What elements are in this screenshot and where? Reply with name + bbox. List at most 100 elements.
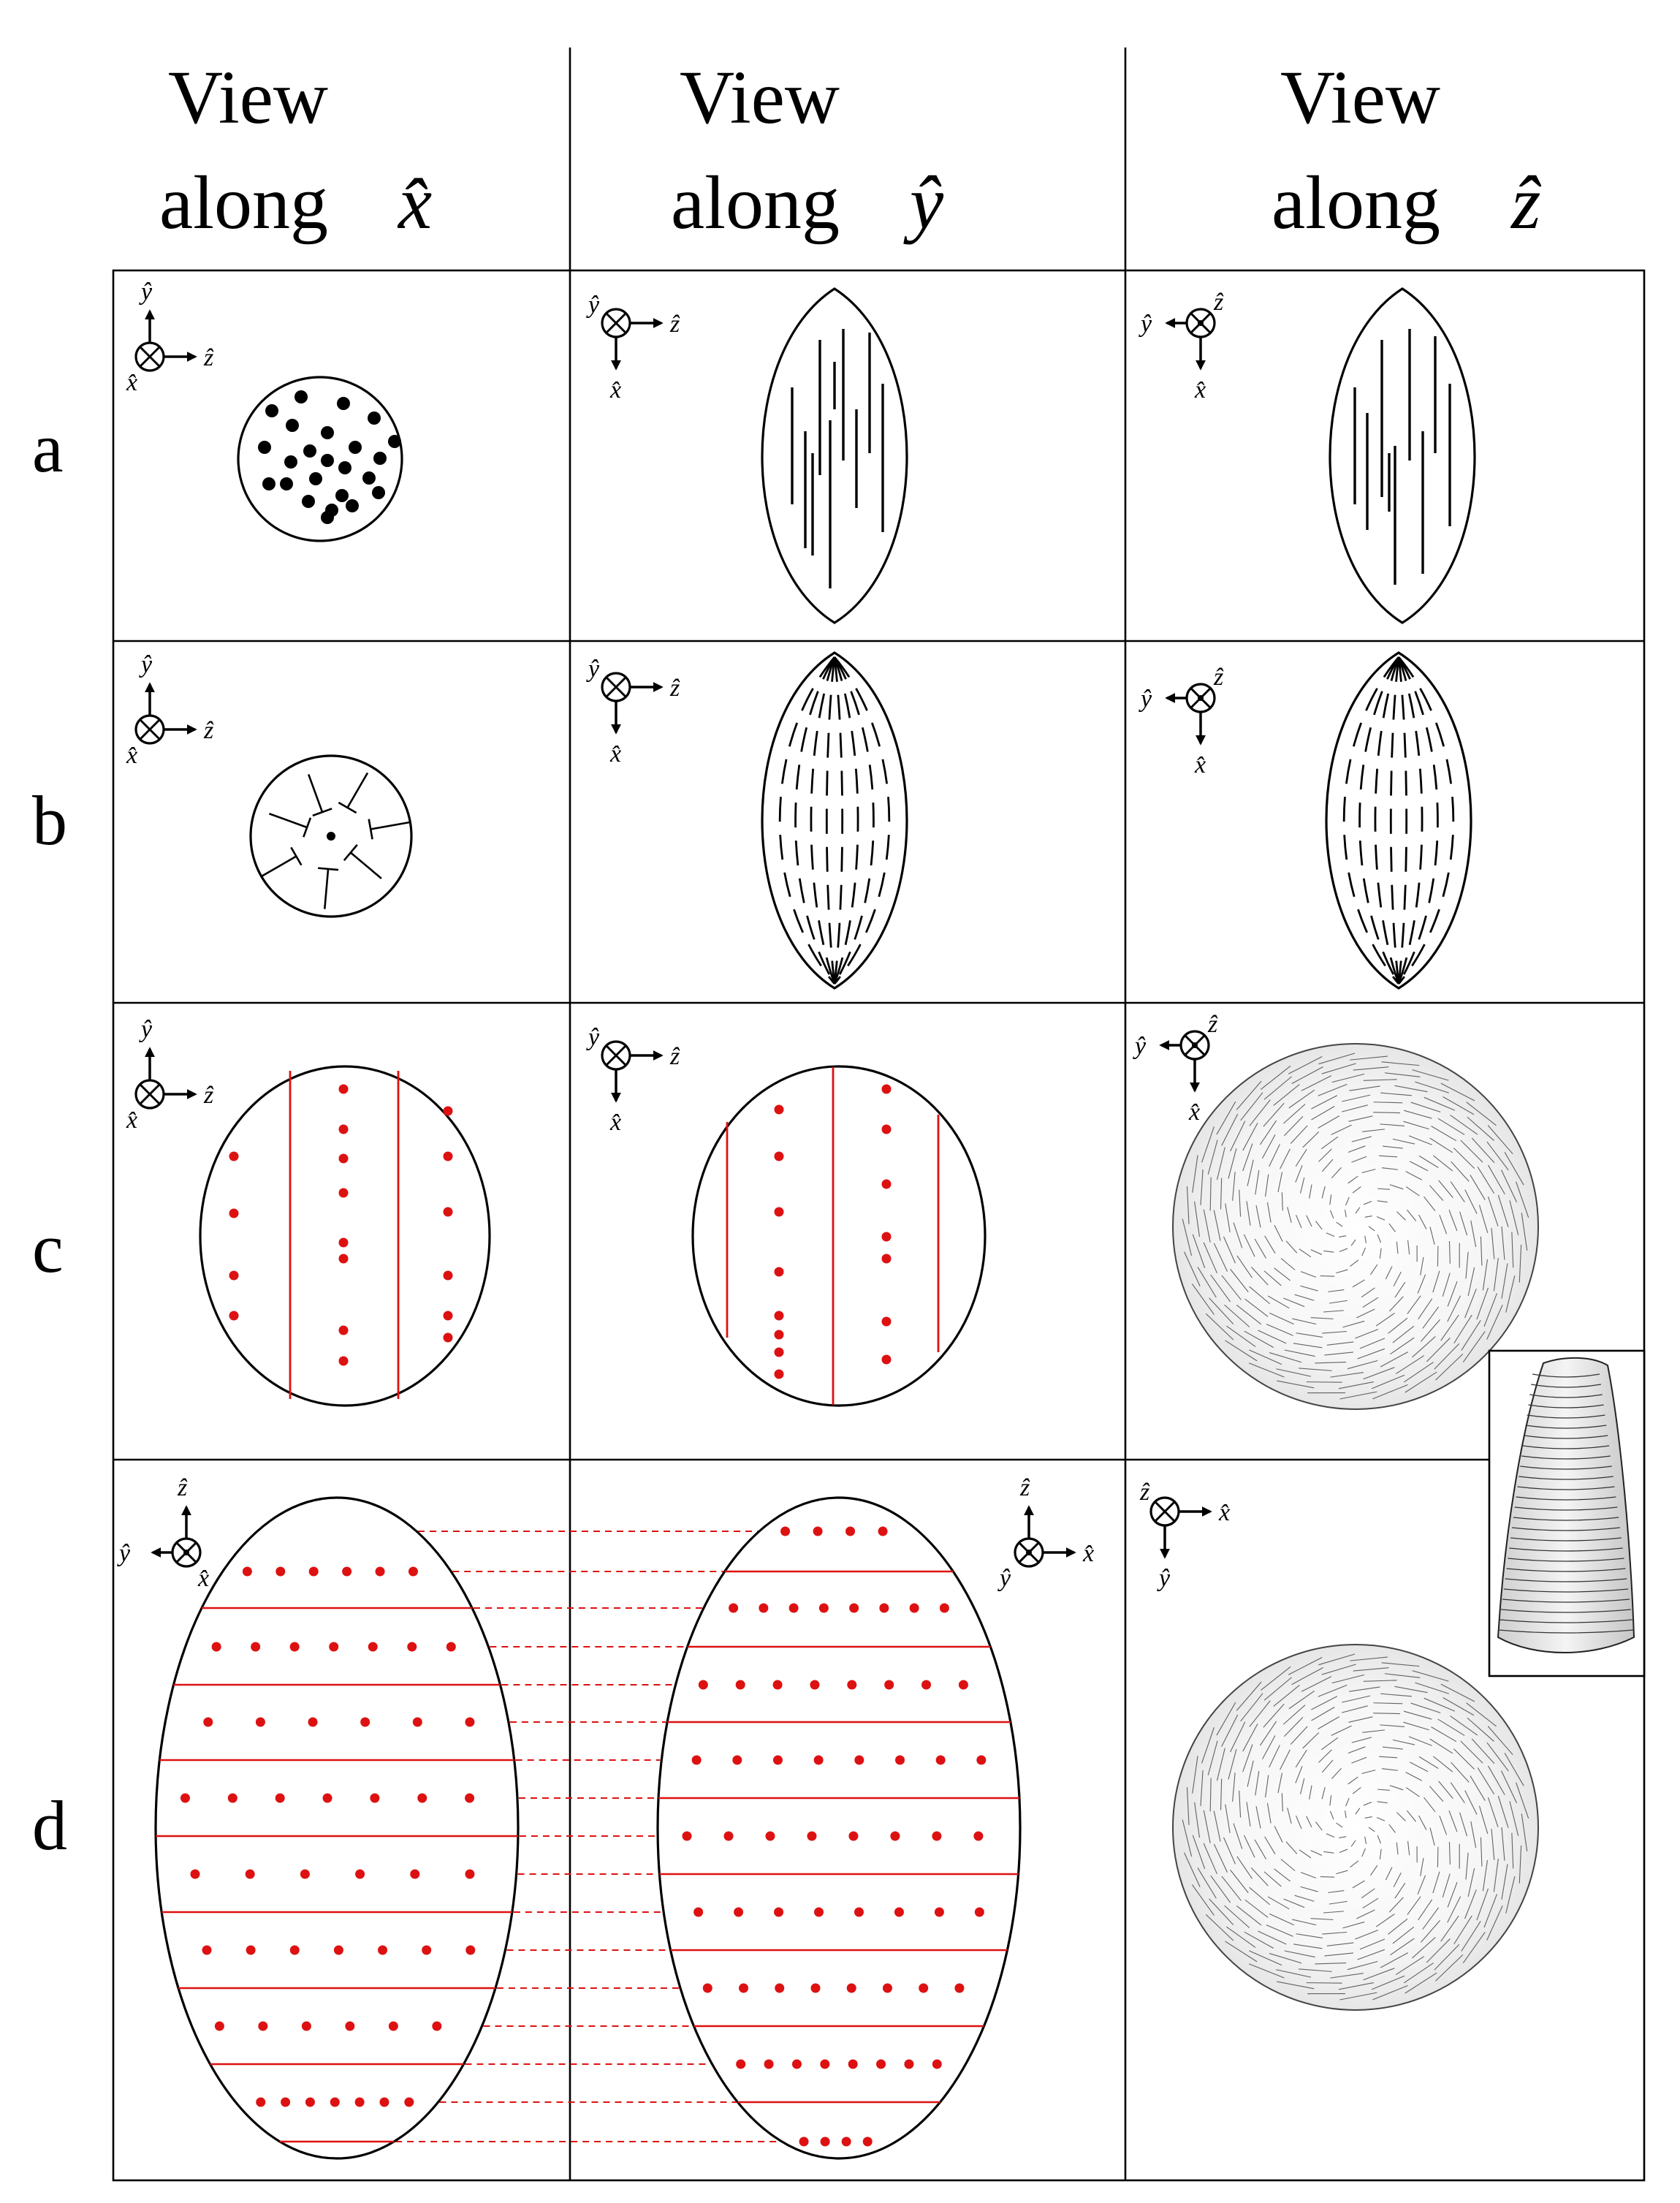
- red-dot: [256, 2097, 266, 2107]
- texture-stroke: [1361, 1247, 1367, 1256]
- red-dot: [275, 1566, 286, 1577]
- texture-stroke: [1462, 1331, 1486, 1363]
- texture-stroke: [1352, 1787, 1361, 1794]
- texture-stroke: [1418, 1756, 1439, 1769]
- texture-stroke: [1259, 1120, 1277, 1145]
- red-dot: [354, 2097, 365, 2107]
- panel-b3-lens: [1325, 651, 1472, 990]
- cone-texture: [1498, 1373, 1634, 1634]
- texture-stroke: [1459, 1211, 1468, 1236]
- texture-stroke: [1403, 1110, 1432, 1119]
- texture-stroke: [1236, 1080, 1262, 1110]
- dislocation-bar: [318, 867, 339, 871]
- texture-stroke: [1226, 1325, 1256, 1347]
- texture-stroke: [1369, 1264, 1378, 1275]
- texture-stroke: [1255, 1806, 1261, 1829]
- texture-stroke: [1315, 1821, 1323, 1831]
- texture-stroke: [1412, 1937, 1436, 1959]
- texture-stroke: [1311, 1095, 1338, 1110]
- texture-stroke: [1269, 1745, 1280, 1768]
- red-dot: [682, 1831, 692, 1841]
- texture-stroke: [1348, 1746, 1366, 1754]
- texture-stroke: [1318, 1115, 1340, 1129]
- texture-stroke: [1265, 1775, 1269, 1798]
- texture-stroke: [1288, 1656, 1323, 1675]
- texture-stroke: [1381, 1061, 1420, 1066]
- texture-stroke: [1291, 1667, 1323, 1686]
- texture-stroke: [1384, 1072, 1421, 1077]
- axis-label-z: ẑ: [1139, 1479, 1150, 1506]
- texture-stroke: [1205, 1914, 1234, 1941]
- texture-stroke: [1263, 1871, 1282, 1887]
- red-dot: [774, 1104, 784, 1115]
- texture-stroke: [1338, 1982, 1374, 1990]
- texture-stroke: [1329, 1300, 1348, 1304]
- texture-stroke: [1487, 1797, 1499, 1827]
- texture-stroke: [1519, 1845, 1522, 1884]
- texture-stroke: [1254, 1238, 1266, 1259]
- texture-stroke: [1363, 1801, 1372, 1806]
- texture-stroke: [1486, 1305, 1503, 1340]
- red-dot: [305, 2097, 315, 2107]
- texture-stroke: [1263, 1677, 1292, 1701]
- texture-stroke: [1407, 1240, 1410, 1255]
- texture-stroke: [1318, 1653, 1356, 1666]
- texture-stroke: [1330, 1372, 1364, 1378]
- texture-stroke: [1320, 1737, 1339, 1751]
- texture-stroke: [1291, 1066, 1323, 1085]
- red-dot: [465, 1945, 476, 1955]
- texture-stroke: [1236, 1856, 1253, 1879]
- texture-stroke: [1356, 1909, 1375, 1919]
- texture-stroke: [1336, 1822, 1343, 1828]
- panel-c3-twisted-disc: [1172, 1043, 1539, 1410]
- texture-stroke: [1351, 1156, 1367, 1163]
- dashed-dislocation: [778, 656, 836, 985]
- texture-stroke: [1422, 1306, 1440, 1329]
- texture-stroke: [1478, 1805, 1489, 1834]
- red-dot: [691, 1755, 702, 1765]
- red-dot: [799, 2136, 809, 2147]
- cone-band: [1532, 1373, 1600, 1378]
- texture-stroke: [1269, 1953, 1302, 1964]
- texture-stroke: [1429, 1226, 1435, 1245]
- texture-stroke: [1437, 1118, 1465, 1135]
- texture-stroke: [1447, 1281, 1458, 1307]
- texture-stroke: [1394, 1085, 1428, 1093]
- texture-stroke: [1389, 1785, 1404, 1791]
- texture-stroke: [1464, 1189, 1478, 1214]
- red-dot: [281, 2097, 291, 2107]
- panel-a3-lens: [1329, 287, 1476, 624]
- texture-stroke: [1362, 1729, 1386, 1733]
- cone-band: [1513, 1517, 1619, 1521]
- red-dot: [338, 1124, 349, 1134]
- red-dot: [342, 1566, 352, 1577]
- texture-stroke: [1330, 1973, 1364, 1979]
- texture-stroke: [1201, 1126, 1215, 1163]
- header-col2-line1: View: [680, 56, 840, 140]
- texture-stroke: [1331, 1674, 1365, 1684]
- texture-stroke: [1242, 1724, 1258, 1752]
- axis-label-z: ẑ: [177, 1474, 188, 1501]
- texture-stroke: [1225, 1203, 1231, 1232]
- dashed-dislocation: [825, 656, 836, 985]
- axis-triad-d2: ẑ x̂ ŷ: [997, 1474, 1094, 1592]
- texture-stroke: [1442, 1873, 1451, 1898]
- red-dot: [739, 1983, 749, 1993]
- texture-stroke: [1372, 1984, 1408, 2001]
- red-dot: [958, 1680, 968, 1690]
- texture-stroke: [1450, 1181, 1465, 1202]
- cone-band: [1510, 1537, 1622, 1542]
- texture-stroke: [1321, 1186, 1326, 1199]
- texture-stroke: [1418, 1815, 1427, 1830]
- texture-stroke: [1263, 1076, 1292, 1100]
- texture-stroke: [1470, 1775, 1486, 1801]
- texture-stroke: [1390, 1337, 1415, 1355]
- texture-stroke: [1321, 1063, 1356, 1074]
- texture-stroke: [1318, 1053, 1356, 1065]
- texture-stroke: [1216, 1101, 1236, 1135]
- texture-stroke: [1283, 1898, 1305, 1908]
- red-dot: [330, 2097, 340, 2107]
- dislocation-bar: [368, 819, 373, 840]
- red-dot: [759, 1603, 769, 1613]
- texture-stroke: [1521, 1813, 1528, 1851]
